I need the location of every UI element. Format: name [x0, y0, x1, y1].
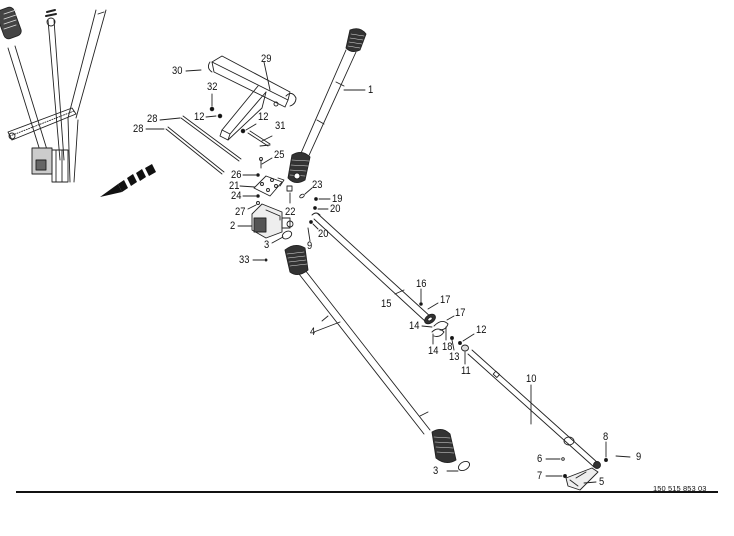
overview-gearbox [31, 147, 69, 183]
callout-11: 11 [461, 365, 471, 377]
overview-thumbnail [0, 6, 107, 183]
callout-7: 7 [537, 470, 543, 482]
callout-3-lower: 3 [433, 465, 439, 477]
callout-33: 33 [239, 254, 250, 266]
overview-shaft-middle [45, 9, 65, 161]
part-22-nut [286, 185, 293, 204]
callout-20-upper: 20 [330, 203, 341, 215]
part-20-washer-upper [313, 206, 329, 210]
part-8-nut [604, 441, 608, 462]
part-4-driveshaft [284, 245, 457, 463]
callout-29: 29 [261, 53, 272, 65]
callout-8: 8 [603, 431, 609, 443]
callout-9-lower: 9 [636, 451, 642, 463]
part-20-washer-lower [309, 220, 319, 230]
part-12-nut-upper [205, 113, 223, 119]
callout-18: 18 [442, 341, 453, 353]
part-9-pin-upper [307, 227, 311, 242]
callout-20-lower: 20 [318, 228, 329, 240]
part-33-marker [252, 258, 268, 262]
callout-9-upper: 9 [307, 240, 313, 252]
callout-15: 15 [381, 298, 392, 310]
callout-27: 27 [235, 206, 246, 218]
callout-21: 21 [229, 180, 240, 192]
part-24-screw [242, 194, 260, 198]
callout-17-lower: 17 [455, 307, 466, 319]
part-3-ring-upper [271, 230, 293, 244]
callout-12-upper: 12 [194, 111, 205, 123]
callout-17-upper: 17 [440, 294, 451, 306]
footer-rule [16, 491, 718, 493]
callout-6: 6 [537, 453, 543, 465]
part-31-bolt [247, 130, 273, 147]
part-12-nut-right [240, 123, 257, 134]
callout-23: 23 [312, 179, 323, 191]
callout-2: 2 [230, 220, 236, 232]
callout-22: 22 [285, 206, 296, 218]
callout-30: 30 [172, 65, 183, 77]
part-3-ring-lower [446, 460, 471, 472]
overview-crossbar [7, 107, 77, 141]
part-1-driveshaft [287, 28, 367, 183]
part-29-bracket [207, 55, 297, 141]
callout-13: 13 [449, 351, 460, 363]
callout-14-lower: 14 [428, 345, 439, 357]
callout-4: 4 [310, 326, 316, 338]
callout-14-upper: 14 [409, 320, 420, 332]
part-17-ring-lower [446, 315, 455, 321]
leader-30 [185, 69, 202, 72]
callout-25: 25 [274, 149, 285, 161]
callout-3-upper: 3 [264, 239, 270, 251]
callout-24: 24 [231, 190, 242, 202]
document-number: 150 515 853 03 [653, 484, 707, 493]
part-32-pin [209, 93, 215, 112]
callout-32: 32 [207, 81, 218, 93]
overview-boom [67, 9, 107, 183]
part-6-screw [545, 457, 565, 461]
callout-19: 19 [332, 193, 343, 205]
part-26-screw [242, 173, 260, 177]
part-16-pin [419, 288, 423, 306]
part-7-nut [545, 474, 567, 478]
callout-26: 26 [231, 169, 242, 181]
part-10-tube [467, 349, 601, 469]
callout-10: 10 [526, 373, 537, 385]
callout-28-upper: 28 [147, 113, 158, 125]
direction-arrow [100, 164, 156, 197]
part-28-rods [145, 115, 242, 175]
part-27-fitting [247, 201, 260, 210]
callout-1: 1 [368, 84, 374, 96]
callout-5: 5 [599, 476, 605, 488]
callout-12-lower: 12 [476, 324, 487, 336]
part-17-ring-upper [424, 302, 439, 325]
part-9-pin-lower [615, 455, 631, 458]
part-5-bracket [565, 467, 599, 491]
overview-shaft-left [0, 6, 53, 171]
part-12-nut-lower [458, 333, 475, 345]
part-11-bushing [461, 344, 469, 365]
part-13-bolt [450, 336, 455, 351]
part-21-plate [239, 175, 285, 197]
callout-16: 16 [416, 278, 427, 290]
callout-12-right: 12 [258, 111, 269, 123]
part-2-gearbox [237, 203, 294, 239]
part-15-tube [311, 212, 433, 323]
part-25-pin [259, 157, 273, 169]
leader-29 [263, 61, 271, 91]
callout-28-lower: 28 [133, 123, 144, 135]
part-23-clip [299, 187, 313, 199]
part-19-bolt [314, 197, 331, 201]
part-14-bearing [421, 321, 449, 345]
callout-31: 31 [275, 120, 286, 132]
